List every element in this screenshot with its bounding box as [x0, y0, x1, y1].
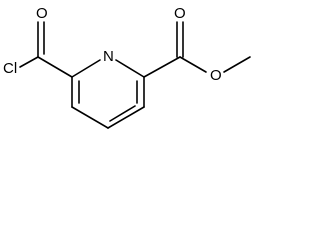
chemical-structure: Cl O N O O — [3, 5, 251, 129]
ring-bond-n-c2 — [115, 59, 145, 78]
atom-label-n-ring: N — [103, 48, 114, 65]
bond-ester-c-o-single — [179, 56, 207, 73]
acyl-chloride-group — [19, 21, 73, 78]
ring-double-inner-bottom — [109, 105, 136, 122]
bond-acyl-c-ring — [37, 56, 73, 78]
bond-o-methyl — [223, 56, 251, 73]
atom-label-o-ester: O — [210, 67, 222, 84]
ring-bond-c6-n — [71, 59, 101, 78]
bond-cl-c — [19, 56, 39, 68]
pyridine-ring — [71, 59, 145, 129]
methyl-ester-group — [143, 21, 251, 78]
ring-bond-c3-c4 — [107, 106, 145, 129]
ring-bond-c4-c5 — [71, 106, 109, 129]
atom-label-cl: Cl — [3, 60, 17, 77]
bond-ring-ester-c — [143, 56, 181, 78]
atom-label-o-carbonyl-right: O — [174, 5, 186, 22]
atom-label-o-carbonyl-left: O — [36, 5, 48, 22]
